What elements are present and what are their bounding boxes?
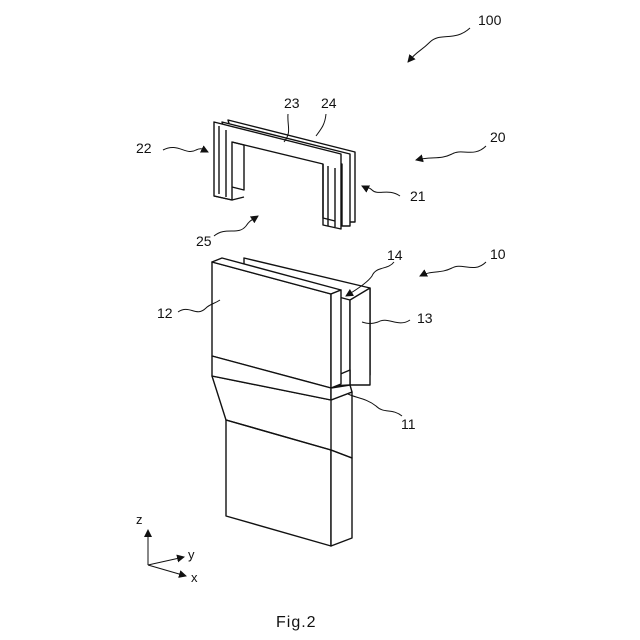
axis-label-z: z xyxy=(136,512,143,527)
label-20: 20 xyxy=(490,129,506,145)
label-21: 21 xyxy=(410,188,426,204)
label-24: 24 xyxy=(321,95,337,111)
y-axis-arrow xyxy=(148,557,184,565)
label-11: 11 xyxy=(401,416,416,432)
label-14: 14 xyxy=(387,247,403,263)
label-13: 13 xyxy=(417,310,433,326)
label-22: 22 xyxy=(136,140,152,156)
clip-part-20 xyxy=(214,120,355,229)
axes-indicator xyxy=(148,530,186,576)
axis-label-y: y xyxy=(188,547,195,562)
figure-caption: Fig.2 xyxy=(276,614,317,631)
label-100: 100 xyxy=(478,12,502,28)
x-axis-arrow xyxy=(148,565,186,576)
label-10: 10 xyxy=(490,246,506,262)
axis-label-x: x xyxy=(191,570,198,585)
label-25: 25 xyxy=(196,233,212,249)
terminal-part-10 xyxy=(212,258,370,546)
label-23: 23 xyxy=(284,95,300,111)
label-12: 12 xyxy=(157,305,173,321)
